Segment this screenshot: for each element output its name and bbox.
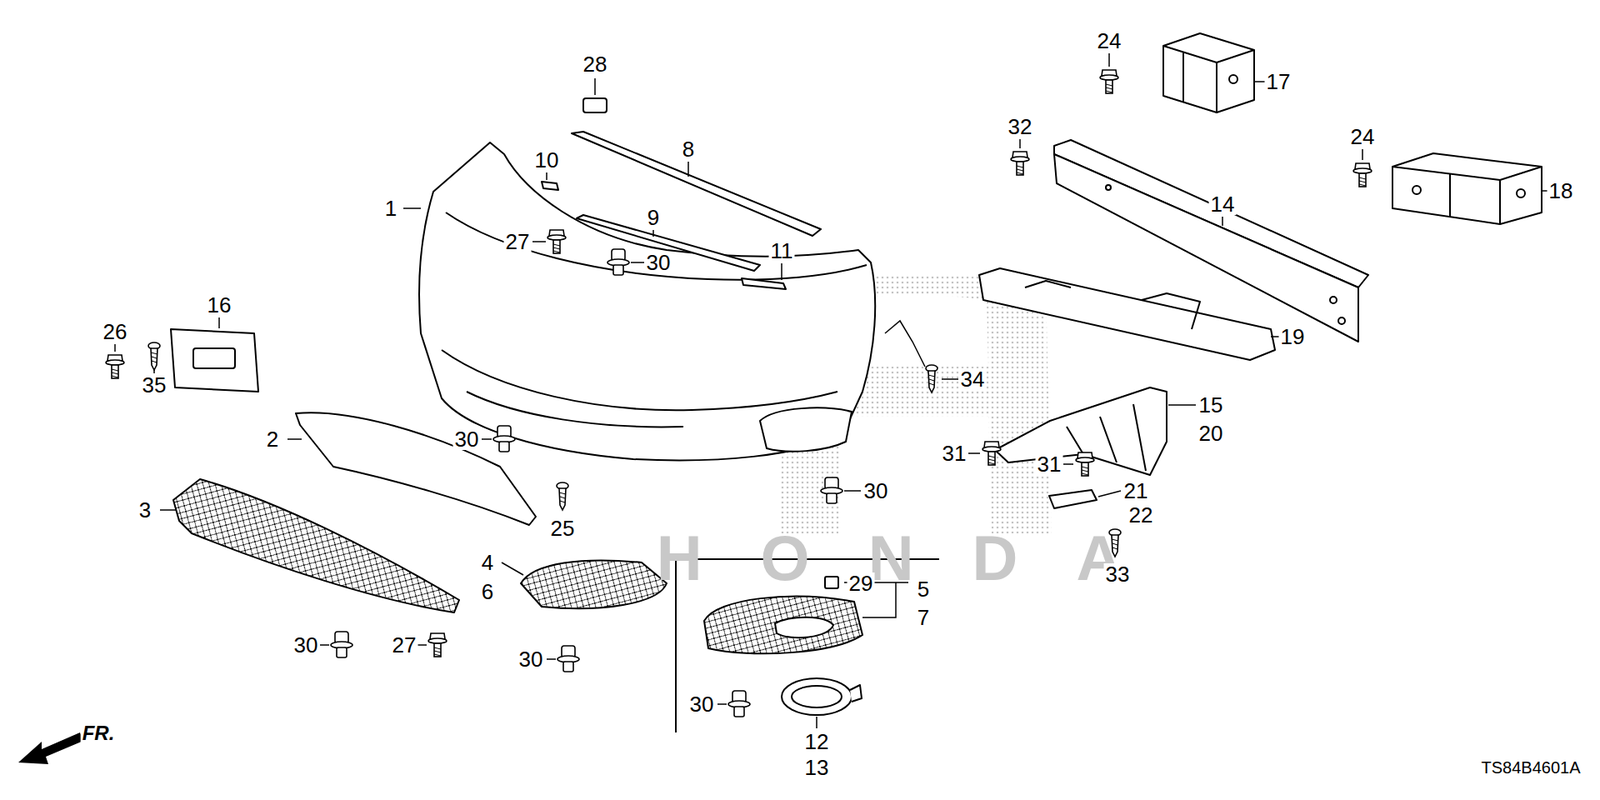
front-arrow	[18, 732, 84, 765]
callout-number: 13	[803, 756, 831, 779]
callout-number: 30	[292, 634, 320, 656]
callout-number: 33	[1104, 563, 1132, 585]
callout-number: 5	[915, 578, 931, 600]
part-drawings	[170, 33, 1542, 715]
callout-number: 22	[1127, 504, 1155, 526]
callout-number: 14	[1209, 193, 1237, 215]
callout-number: 26	[101, 320, 130, 343]
callout-number: 16	[205, 294, 234, 316]
callout-number: 34	[959, 368, 987, 390]
callout-number: 30	[517, 648, 545, 670]
callout-number: 21	[1122, 480, 1150, 502]
leader-lines	[115, 53, 1549, 733]
callout-number: 2	[265, 428, 280, 450]
callout-number: 3	[137, 499, 153, 521]
callout-number: 7	[915, 606, 931, 629]
callout-number: 24	[1349, 125, 1377, 148]
callout-number: 30	[688, 693, 716, 715]
callout-number: 27	[390, 634, 419, 656]
callout-number: 29	[847, 572, 875, 595]
callout-number: 24	[1095, 30, 1124, 52]
callout-number: 25	[549, 517, 577, 540]
callout-number: 10	[533, 149, 561, 171]
callout-number: 11	[769, 240, 795, 262]
callout-number: 30	[645, 251, 673, 274]
callout-number: 18	[1547, 180, 1575, 202]
drawing-code: TS84B4601A	[1480, 759, 1583, 776]
callout-number: 32	[1006, 115, 1035, 138]
callout-number: 31	[1035, 453, 1064, 475]
callout-number: 9	[645, 206, 661, 229]
callout-number: 1	[383, 197, 399, 220]
callout-number: 8	[680, 138, 696, 160]
callout-number: 31	[940, 442, 969, 465]
callout-number: 12	[803, 730, 831, 753]
callout-number: 17	[1265, 70, 1293, 93]
callout-number: 6	[480, 580, 495, 603]
callout-number: 27	[504, 230, 532, 253]
direction-label: FR.	[80, 723, 117, 744]
callout-number: 15	[1197, 394, 1225, 416]
fasteners	[105, 70, 1372, 717]
callout-number: 4	[480, 551, 495, 574]
callout-number: 30	[862, 480, 890, 502]
callout-number: 35	[140, 374, 169, 396]
callout-number: 28	[581, 53, 610, 75]
callout-number: 19	[1279, 325, 1307, 348]
callout-number: 20	[1197, 422, 1225, 445]
callout-number: 30	[453, 428, 481, 450]
